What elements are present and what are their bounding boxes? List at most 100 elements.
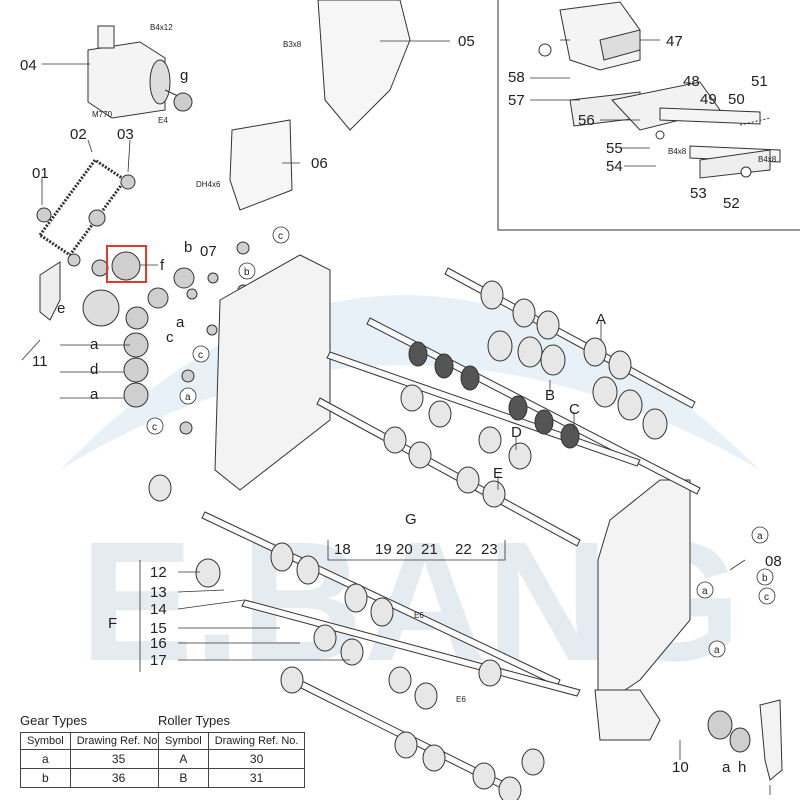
circled-c-2: c — [198, 350, 203, 361]
symbol-b: b — [184, 239, 192, 256]
callout-19: 19 — [375, 541, 392, 558]
callout-18: 18 — [334, 541, 351, 558]
rollers — [148, 280, 751, 800]
callout-01: 01 — [32, 165, 49, 182]
gear-col-symbol: Symbol — [20, 732, 71, 750]
circled-c-4: c — [764, 592, 769, 603]
roller-col-ref: Drawing Ref. No. — [207, 732, 306, 750]
gear-symbol-cell: a — [20, 749, 71, 769]
group-label-E: E — [493, 465, 503, 482]
symbol-a-4: a — [722, 759, 731, 776]
callout-15: 15 — [150, 620, 167, 637]
gear-types-table-block: Gear Types Symbol Drawing Ref. No. a 35 … — [20, 713, 168, 788]
callout-07: 07 — [200, 243, 217, 260]
circled-symbols — [146, 226, 776, 658]
callout-16: 16 — [150, 635, 167, 652]
symbol-e: e — [57, 300, 65, 317]
group-label-C: C — [569, 401, 580, 418]
callout-12: 12 — [150, 564, 167, 581]
left-frame-plate — [214, 254, 331, 491]
screw-b4x8-1: B4x8 — [668, 147, 687, 156]
symbol-a-2: a — [90, 386, 99, 403]
leader-lines — [21, 39, 771, 795]
group-label-G: G — [405, 511, 417, 528]
callout-51: 51 — [751, 73, 768, 90]
right-frame-plate — [594, 479, 783, 781]
callout-56: 56 — [578, 112, 595, 129]
gear-types-table: Symbol Drawing Ref. No. a 35 b 36 — [20, 732, 168, 788]
roller-ref-cell: 31 — [207, 768, 306, 788]
group-label-F: F — [108, 615, 117, 632]
group-label-D: D — [511, 424, 522, 441]
symbol-a-1: a — [90, 336, 99, 353]
group-label-B: B — [545, 387, 555, 404]
roller-symbol-cell: A — [158, 749, 209, 769]
callout-50: 50 — [728, 91, 745, 108]
gear-ref-cell: 36 — [69, 768, 168, 788]
symbol-c: c — [166, 329, 174, 346]
callout-17: 17 — [150, 652, 167, 669]
ring-e6-1: E6 — [414, 611, 424, 620]
table-row: A 30 — [158, 749, 306, 769]
callout-14: 14 — [150, 601, 167, 618]
roller-types-title: Roller Types — [158, 713, 231, 728]
callout-08: 08 — [765, 553, 782, 570]
circled-a-1: a — [185, 392, 191, 403]
table-row: b 36 — [20, 768, 168, 788]
table-row: B 31 — [158, 768, 306, 788]
ring-e4: E4 — [158, 116, 168, 125]
symbol-d: d — [90, 361, 98, 378]
callout-06: 06 — [311, 155, 328, 172]
callout-05: 05 — [458, 33, 475, 50]
callout-57: 57 — [508, 92, 525, 109]
callout-20: 20 — [396, 541, 413, 558]
gear-types-title: Gear Types — [20, 713, 87, 728]
symbol-a-3: a — [176, 314, 185, 331]
gear-ref-cell: 35 — [69, 749, 168, 769]
circled-a-3: a — [702, 586, 708, 597]
belt-02 — [37, 157, 128, 258]
roller-symbol-cell: B — [158, 768, 209, 788]
gear-col-ref: Drawing Ref. No. — [69, 732, 168, 750]
symbol-g: g — [180, 67, 188, 84]
circled-a-4: a — [714, 645, 720, 656]
circled-a-2: a — [757, 531, 763, 542]
motor-model-m770: M770 — [92, 110, 113, 119]
bracket-05 — [317, 0, 411, 131]
fastener-labels: B4x12 B3x8 M770 E4 DH4x6 B4x8 B4x8 E6 E6 — [92, 23, 777, 704]
motor-assembly — [87, 25, 193, 119]
table-row: a 35 — [20, 749, 168, 769]
callout-55: 55 — [606, 140, 623, 157]
callout-11: 11 — [32, 353, 48, 370]
callout-10: 10 — [672, 759, 689, 776]
callout-04: 04 — [20, 57, 37, 74]
callout-49: 49 — [700, 91, 717, 108]
callout-48: 48 — [683, 73, 700, 90]
inset-detail-box — [497, 0, 800, 231]
circled-b-2: b — [762, 573, 768, 584]
callout-53: 53 — [690, 185, 707, 202]
callout-22: 22 — [455, 541, 472, 558]
screw-dh4x6: DH4x6 — [196, 180, 221, 189]
roller-col-symbol: Symbol — [158, 732, 209, 750]
highlight-box — [106, 245, 147, 283]
group-label-A: A — [596, 311, 606, 328]
roller-types-table-block: Roller Types Symbol Drawing Ref. No. A 3… — [158, 713, 306, 788]
roller-types-table: Symbol Drawing Ref. No. A 30 B 31 — [158, 732, 306, 788]
callout-03: 03 — [117, 126, 134, 143]
screw-b4x8-2: B4x8 — [758, 155, 777, 164]
gear-cluster-left — [36, 174, 250, 435]
symbol-h: h — [738, 759, 746, 776]
circled-b-1: b — [244, 267, 250, 278]
screw-b4x12: B4x12 — [150, 23, 173, 32]
callout-13: 13 — [150, 584, 167, 601]
callout-23: 23 — [481, 541, 498, 558]
circled-c-1: c — [278, 231, 283, 242]
callout-47: 47 — [666, 33, 683, 50]
bracket-06 — [229, 119, 293, 211]
ring-e6-2: E6 — [456, 695, 466, 704]
callout-02: 02 — [70, 126, 87, 143]
callout-58: 58 — [508, 69, 525, 86]
